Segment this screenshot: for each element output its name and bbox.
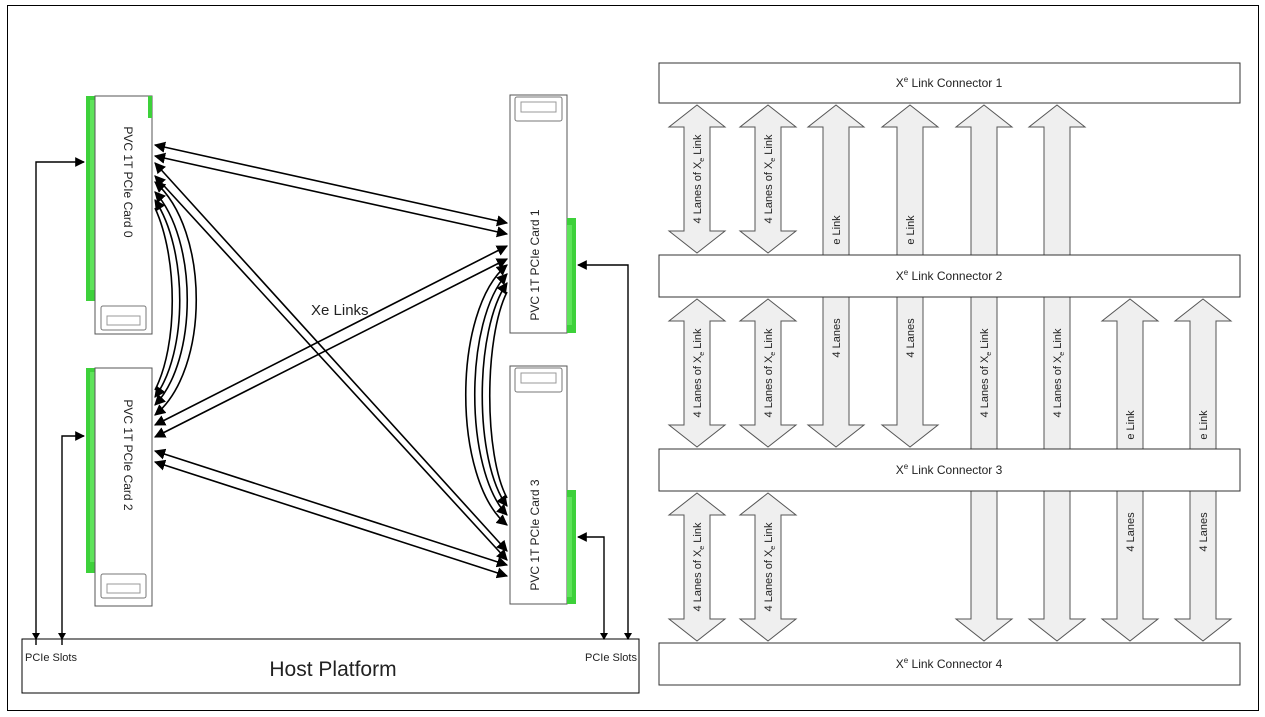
lane-label-c1-c3-bottom-2: 4 Lanes xyxy=(905,318,917,358)
lane-arrow-c1-c4-2 xyxy=(1027,104,1087,642)
lane-label-short-2: 4 Lanes of Xe Link xyxy=(763,134,777,223)
card-3-label: PVC 1T PCIe Card 3 xyxy=(528,479,542,590)
right-xelink-connectors: 4 Lanes of Xe Link 4 Lanes of Xe Link 4 La… xyxy=(658,62,1241,686)
pcie-card-0: PVC 1T PCIe Card 0 xyxy=(86,95,153,335)
lane-label-short-3: 4 Lanes of Xe Link xyxy=(692,328,706,417)
pcie-slots-right-label: PCIe Slots xyxy=(585,652,637,664)
xe-link-connector-4: Xe Link Connector 4 xyxy=(658,642,1241,686)
lane-arrow-short-2 xyxy=(738,104,798,254)
pcie-card-2: PVC 1T PCIe Card 2 xyxy=(86,367,153,607)
pcie-card-1: PVC 1T PCIe Card 1 xyxy=(509,94,576,334)
lane-label-c1-c4-1: 4 Lanes of Xe Link xyxy=(979,328,993,417)
lane-arrow-c1-c4-1 xyxy=(954,104,1014,642)
lane-label-short-5: 4 Lanes of Xe Link xyxy=(692,522,706,611)
lane-label-c1-c3-bottom-1: 4 Lanes xyxy=(831,318,843,358)
card-2-label: PVC 1T PCIe Card 2 xyxy=(121,399,135,510)
lane-label-c1-c4-2: 4 Lanes of Xe Link xyxy=(1052,328,1066,417)
xe-links-label: Xe Links xyxy=(311,302,369,319)
lane-arrow-short-3 xyxy=(667,298,727,448)
xe-link-connector-3: Xe Link Connector 3 xyxy=(658,448,1241,492)
pcie-slot-connections xyxy=(35,157,629,645)
connector-4-label: Xe Link Connector 4 xyxy=(896,656,1003,671)
pcie-card-3: PVC 1T PCIe Card 3 xyxy=(509,365,576,605)
card-0-label: PVC 1T PCIe Card 0 xyxy=(121,126,135,237)
left-topology: PVC 1T PCIe Card 0 PVC 1T PCIe Card 2 PV… xyxy=(21,94,640,694)
connector-3-label: Xe Link Connector 3 xyxy=(896,462,1003,477)
lane-label-c2-c4-bottom-2: 4 Lanes xyxy=(1198,512,1210,552)
host-platform-box xyxy=(21,638,640,694)
lane-label-short-6: 4 Lanes of Xe Link xyxy=(763,522,777,611)
host-platform-label: Host Platform xyxy=(269,658,396,681)
lane-label-short-1: 4 Lanes of Xe Link xyxy=(692,134,706,223)
lane-label-c1-c3-top-1: e Link xyxy=(831,215,843,245)
lane-label-c2-c4-top-1: e Link xyxy=(1125,410,1137,440)
connector-2-label: Xe Link Connector 2 xyxy=(896,268,1003,283)
lane-label-c2-c4-top-2: e Link xyxy=(1198,410,1210,440)
lane-arrow-short-5 xyxy=(667,492,727,642)
xe-links xyxy=(153,141,509,579)
pcie-slots-left-label: PCIe Slots xyxy=(25,652,77,664)
xe-link-connector-1: Xe Link Connector 1 xyxy=(658,62,1241,104)
lane-label-c2-c4-bottom-1: 4 Lanes xyxy=(1125,512,1137,552)
lane-arrow-short-4 xyxy=(738,298,798,448)
card-1-label: PVC 1T PCIe Card 1 xyxy=(528,209,542,320)
connector-1-label: Xe Link Connector 1 xyxy=(896,75,1003,90)
diagram-frame xyxy=(7,5,1259,711)
lane-label-c1-c3-top-2: e Link xyxy=(905,215,917,245)
lane-arrow-short-1 xyxy=(667,104,727,254)
lane-arrow-short-6 xyxy=(738,492,798,642)
xe-link-connector-2: Xe Link Connector 2 xyxy=(658,254,1241,298)
lane-label-short-4: 4 Lanes of Xe Link xyxy=(763,328,777,417)
